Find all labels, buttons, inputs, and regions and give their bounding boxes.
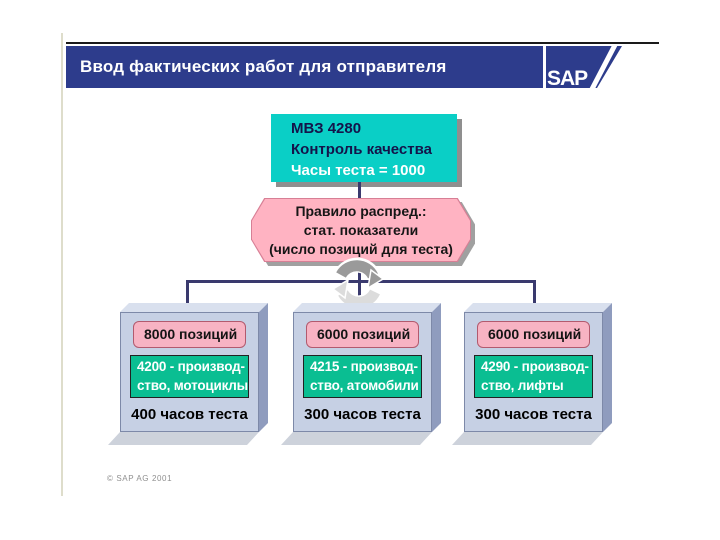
cost-center-label: 4290 - производ- ство, лифты (474, 355, 593, 398)
rule-line-3: (число позиций для теста) (269, 241, 453, 257)
positions-badge: 6000 позиций (306, 321, 419, 348)
copyright-text: © SAP AG 2001 (107, 474, 173, 483)
box-shadow (281, 432, 432, 445)
sap-logo-icon: SAP (546, 46, 622, 88)
cost-center-line-2: ство, лифты (481, 378, 564, 393)
box-front-face: 8000 позиций 4200 - производ- ство, мото… (120, 312, 259, 432)
box-side-face (259, 303, 268, 432)
connector-horizontal (186, 280, 536, 283)
box-front-face: 6000 позиций 4215 - производ- ство, атом… (293, 312, 432, 432)
cost-center-line-1: 4290 - производ- (481, 359, 589, 374)
positions-badge: 8000 позиций (133, 321, 246, 348)
allocation-rule-box: Правило распред.: стат. показатели (числ… (251, 198, 475, 266)
slide-top-rule (66, 42, 659, 44)
connector-left-drop (186, 280, 189, 312)
cost-center-line-1: 4215 - производ- (310, 359, 418, 374)
test-hours-label: 300 часов теста (475, 406, 592, 423)
sender-line-3: Часы теста = 1000 (291, 162, 426, 179)
positions-badge: 6000 позиций (477, 321, 590, 348)
test-hours-label: 300 часов теста (304, 406, 421, 423)
box-shadow (108, 432, 259, 445)
sap-logo-text: SAP (547, 67, 588, 88)
receiver-box-3: 6000 позиций 4290 - производ- ство, лифт… (452, 303, 613, 445)
box-top-face (293, 303, 441, 312)
sender-line-2: Контроль качества (291, 141, 432, 158)
connector-right-drop (533, 280, 536, 312)
box-side-face (603, 303, 612, 432)
rule-box-face: Правило распред.: стат. показатели (числ… (252, 199, 470, 261)
receiver-box-2: 6000 позиций 4215 - производ- ство, атом… (281, 303, 442, 445)
box-side-face (432, 303, 441, 432)
cycle-arrows-icon (331, 257, 385, 311)
receiver-box-1: 8000 позиций 4200 - производ- ство, мото… (108, 303, 269, 445)
rule-line-2: стат. показатели (303, 222, 419, 238)
rule-line-1: Правило распред.: (295, 203, 427, 219)
sap-logo-slash (589, 46, 618, 88)
box-top-face (464, 303, 612, 312)
connector-sender-rule (358, 182, 361, 200)
sender-line-1: МВЗ 4280 (291, 120, 362, 137)
test-hours-label: 400 часов теста (131, 406, 248, 423)
cost-center-label: 4215 - производ- ство, атомобили (303, 355, 422, 398)
cost-center-label: 4200 - производ- ство, мотоциклы (130, 355, 249, 398)
box-front-face: 6000 позиций 4290 - производ- ство, лифт… (464, 312, 603, 432)
slide-left-rule (61, 33, 63, 496)
sender-cost-center-box: МВЗ 4280 Контроль качества Часы теста = … (271, 114, 457, 182)
slide-title: Ввод фактических работ для отправителя (80, 57, 447, 76)
sap-logo-shape (546, 46, 622, 88)
cost-center-line-2: ство, мотоциклы (137, 378, 249, 393)
title-bar: Ввод фактических работ для отправителя (66, 46, 543, 88)
cost-center-line-2: ство, атомобили (310, 378, 419, 393)
box-shadow (452, 432, 603, 445)
box-top-face (120, 303, 268, 312)
cost-center-line-1: 4200 - производ- (137, 359, 245, 374)
